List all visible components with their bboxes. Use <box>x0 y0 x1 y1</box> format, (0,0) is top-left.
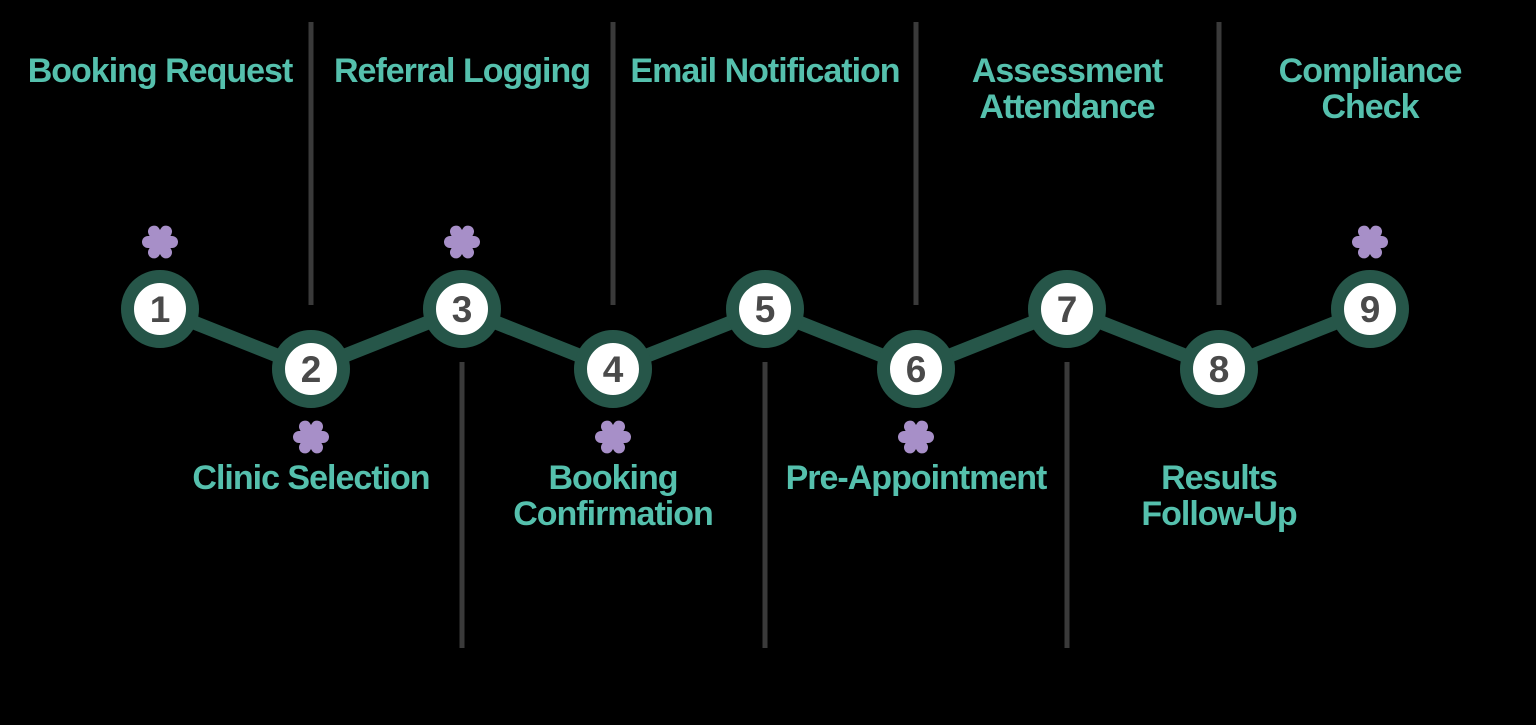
asterisk-icon <box>142 225 178 259</box>
step-number: 9 <box>1359 288 1381 330</box>
step-circle-1: 1 <box>121 270 199 348</box>
step-number: 4 <box>602 348 624 390</box>
step-label-compliance-check: Compliance Check <box>1278 52 1463 126</box>
step-circle-2: 2 <box>272 330 350 408</box>
asterisk-icon <box>595 420 631 454</box>
separator-line <box>308 22 314 305</box>
asterisk-icon <box>444 225 480 259</box>
step-label-clinic-selection: Clinic Selection <box>192 459 430 497</box>
step-circle-8: 8 <box>1180 330 1258 408</box>
step-number: 3 <box>451 288 473 330</box>
step-circle-7: 7 <box>1028 270 1106 348</box>
step-number: 1 <box>149 288 171 330</box>
step-circle-3: 3 <box>423 270 501 348</box>
separator-line <box>1064 362 1070 648</box>
step-number: 5 <box>754 288 776 330</box>
step-circle-4: 4 <box>574 330 652 408</box>
step-number: 2 <box>300 348 322 390</box>
step-label-email-notification: Email Notification <box>630 52 900 90</box>
step-label-referral-logging: Referral Logging <box>333 52 591 90</box>
step-number: 8 <box>1208 348 1230 390</box>
step-circle-9: 9 <box>1331 270 1409 348</box>
asterisk-icon <box>1352 225 1388 259</box>
separator-line <box>1216 22 1222 305</box>
step-label-booking-confirmation: Booking Confirmation <box>513 459 714 533</box>
step-circle-6: 6 <box>877 330 955 408</box>
step-label-pre-appointment: Pre-Appointment <box>785 459 1048 497</box>
step-label-results-follow-up: Results Follow-Up <box>1141 459 1297 533</box>
step-label-booking-request: Booking Request <box>27 52 294 90</box>
separator-line <box>610 22 616 305</box>
asterisk-icon <box>898 420 934 454</box>
step-number: 7 <box>1056 288 1078 330</box>
step-circle-5: 5 <box>726 270 804 348</box>
separator-line <box>459 362 465 648</box>
separator-line <box>913 22 919 305</box>
separator-line <box>762 362 768 648</box>
step-number: 6 <box>905 348 927 390</box>
step-label-assessment-attendance: Assessment Attendance <box>971 52 1163 126</box>
asterisk-icon <box>293 420 329 454</box>
